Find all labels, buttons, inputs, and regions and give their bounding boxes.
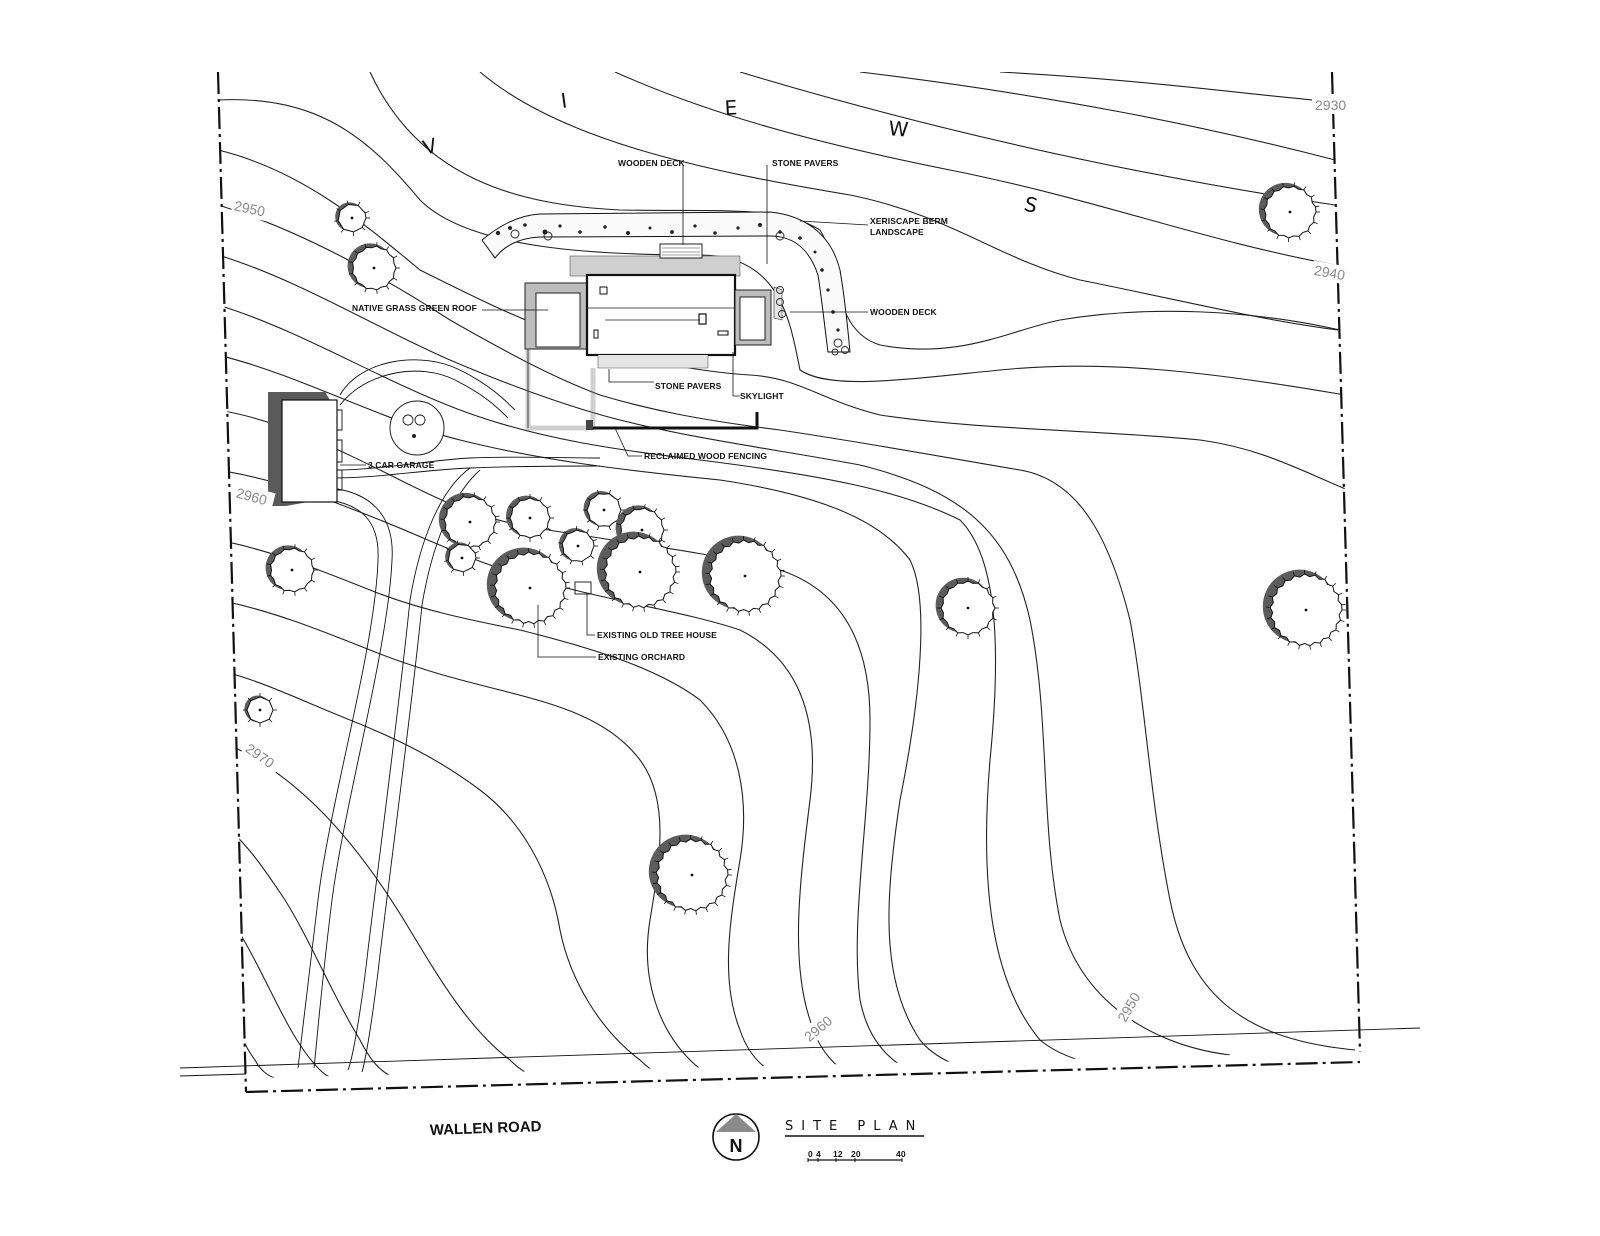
scale-tick-0: 0 — [808, 1149, 813, 1159]
tree — [486, 547, 570, 628]
north-arrow-icon: N — [712, 1113, 760, 1161]
trees — [243, 182, 1346, 915]
tree — [583, 489, 625, 531]
label-native-grass-roof: NATIVE GRASS GREEN ROOF — [352, 303, 477, 313]
leader-lines — [340, 165, 869, 658]
tree — [444, 540, 480, 576]
label-tree-house: EXISTING OLD TREE HOUSE — [597, 630, 717, 640]
label-landscape: LANDSCAPE — [870, 227, 924, 237]
tree — [243, 693, 277, 727]
roundabout-island — [389, 400, 445, 456]
label-wooden-deck-top: WOODEN DECK — [618, 158, 685, 168]
label-stone-pavers-bottom: STONE PAVERS — [655, 381, 722, 391]
label-xeriscape-berm: XERISCAPE BERM — [870, 216, 948, 226]
views-letter-s: S — [1022, 192, 1040, 218]
tree — [347, 242, 400, 294]
main-house — [524, 243, 786, 431]
label-stone-pavers-top: STONE PAVERS — [772, 158, 839, 168]
label-orchard: EXISTING ORCHARD — [598, 652, 685, 662]
contour-label-2950-left: 2950 — [233, 197, 267, 219]
label-reclaimed-fencing: RECLAIMED WOOD FENCING — [644, 451, 767, 461]
driveway — [297, 359, 601, 1073]
tree — [265, 544, 318, 596]
scale-bar: 0 4 12 20 40 — [807, 1149, 906, 1162]
tree — [506, 494, 554, 542]
label-garage: 3 CAR GARAGE — [368, 460, 435, 470]
annotation-labels: WOODEN DECK STONE PAVERS XERISCAPE BERM … — [352, 158, 948, 1139]
north-label: N — [730, 1136, 743, 1156]
tree — [558, 526, 598, 566]
label-wallen-road: WALLEN ROAD — [430, 1118, 542, 1139]
label-skylight: SKYLIGHT — [740, 391, 784, 401]
xeriscape-berm — [481, 211, 851, 356]
site-plan-title: SITE PLAN — [785, 1119, 923, 1134]
views-letter-i: I — [559, 88, 568, 113]
contour-label-2930: 2930 — [1315, 97, 1346, 113]
tree — [701, 535, 785, 616]
tree-house-marker — [574, 581, 592, 595]
tree — [1258, 182, 1320, 243]
views-letter-e: E — [724, 95, 738, 120]
tree — [596, 531, 680, 612]
contour-label-2940: 2940 — [1313, 262, 1347, 283]
scale-tick-40: 40 — [896, 1149, 906, 1159]
contour-label-2960-left: 2960 — [235, 485, 269, 509]
tree — [935, 577, 999, 639]
views-lettering: V I E W S — [420, 88, 1040, 218]
garage — [268, 392, 343, 506]
scale-tick-12: 12 — [833, 1149, 843, 1159]
title-block: SITE PLAN 0 4 12 20 40 — [785, 1119, 924, 1162]
scale-tick-4: 4 — [816, 1149, 821, 1159]
tree — [648, 834, 732, 915]
views-letter-w: W — [888, 116, 910, 142]
tree — [334, 200, 370, 236]
views-letter-v: V — [420, 133, 440, 160]
label-wooden-deck-right: WOODEN DECK — [870, 307, 937, 317]
tree — [1262, 569, 1346, 650]
property-boundary — [216, 71, 1362, 1094]
road-edge — [179, 1027, 1421, 1077]
scale-tick-20: 20 — [851, 1149, 861, 1159]
